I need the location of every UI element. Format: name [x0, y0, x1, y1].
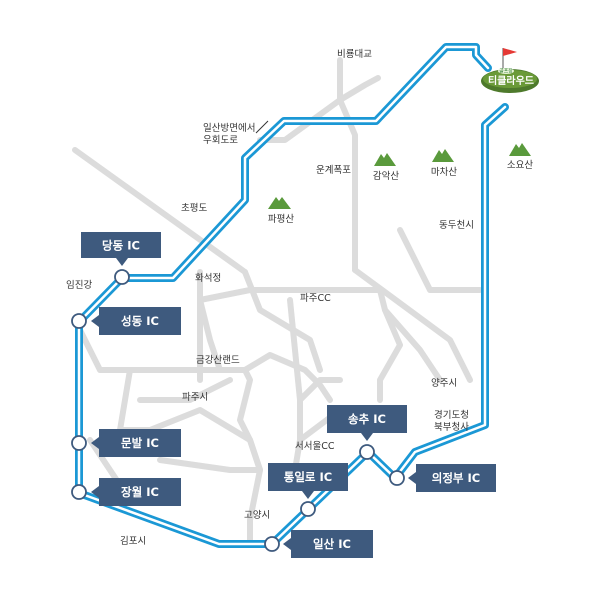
ic-label-ilsan: 일산 IC	[313, 537, 351, 551]
ic-label-uijeongbu: 의정부 IC	[432, 471, 480, 485]
mountain-icon-soyo: 소요산	[507, 143, 533, 171]
label-unggye: 운계폭포	[316, 164, 351, 176]
ic-box-ilsan[interactable]: 일산 IC	[283, 530, 373, 558]
ic-label-janghwol: 장월 IC	[121, 485, 159, 499]
ic-box-seongdong[interactable]: 성동 IC	[91, 307, 181, 335]
mountain-icon-macha: 마차산	[431, 149, 457, 178]
background-roads	[72, 57, 483, 543]
ic-marker-tongillo[interactable]	[300, 501, 316, 517]
label-dongducheon: 동두천시	[439, 220, 474, 231]
label-detour-1: 일산방면에서	[203, 123, 255, 134]
ic-label-tongillo: 통일로 IC	[284, 470, 332, 484]
ic-markers	[71, 269, 405, 552]
ic-label-seongdong: 성동 IC	[121, 314, 159, 328]
ic-label-munbal: 문발 IC	[121, 436, 159, 450]
ic-marker-janghwol[interactable]	[71, 484, 87, 500]
ic-marker-ilsan[interactable]	[264, 536, 280, 552]
destination-small-label: 골프장	[499, 68, 513, 75]
detour-marker	[255, 120, 269, 134]
label-gov-1: 경기도청	[434, 409, 469, 421]
label-hwaseokjeong: 화석정	[195, 273, 221, 284]
route-line	[75, 43, 509, 548]
destination-marker[interactable]: 골프장 티클라우드	[481, 48, 539, 93]
label-gov-2: 북부청사	[434, 422, 469, 433]
label-detour-2: 우회도로	[203, 135, 238, 146]
label-imjingang: 임진강	[66, 279, 92, 291]
ic-marker-uijeongbu[interactable]	[389, 470, 405, 486]
mountain-label-soyo: 소요산	[507, 160, 533, 171]
label-geumgang: 금강산랜드	[196, 355, 240, 366]
label-yangju: 양주시	[431, 378, 457, 389]
label-bridge: 비룡대교	[337, 49, 372, 60]
ic-labels: 당동 IC 성동 IC 문발 IC 장월 IC 통일로 IC 송추 IC	[81, 232, 496, 558]
mountain-label-gamak: 감악산	[373, 170, 399, 182]
ic-marker-dangdong[interactable]	[114, 269, 130, 285]
mountain-icon-gamak: 감악산	[373, 153, 399, 182]
ic-marker-munbal[interactable]	[71, 435, 87, 451]
ic-label-dangdong: 당동 IC	[102, 239, 140, 253]
ic-box-tongillo[interactable]: 통일로 IC	[268, 463, 348, 499]
ic-marker-songchu[interactable]	[359, 444, 375, 460]
label-gimpo: 김포시	[120, 535, 146, 547]
label-pajusi: 파주시	[182, 392, 208, 403]
ic-box-munbal[interactable]: 문발 IC	[91, 429, 181, 457]
mountain-label-papyeong: 파평산	[268, 214, 294, 225]
ic-box-songchu[interactable]: 송추 IC	[327, 405, 407, 441]
ic-label-songchu: 송추 IC	[348, 412, 386, 426]
mountain-label-macha: 마차산	[431, 166, 457, 178]
flag-icon	[503, 48, 517, 56]
destination-label: 티클라우드	[488, 74, 534, 87]
ic-box-dangdong[interactable]: 당동 IC	[81, 232, 161, 266]
ic-box-uijeongbu[interactable]: 의정부 IC	[408, 464, 496, 492]
ic-box-janghwol[interactable]: 장월 IC	[91, 478, 181, 506]
label-seoseoul: 서서울CC	[295, 441, 335, 452]
place-labels: 비룡대교 일산방면에서 우회도로 초평도 임진강 화석정 운계폭포 파주CC 금…	[66, 49, 474, 547]
mountain-icon-papyeong: 파평산	[268, 197, 294, 225]
ic-marker-seongdong[interactable]	[71, 313, 87, 329]
label-chopyeongdo: 초평도	[181, 203, 207, 214]
label-goyang: 고양시	[244, 510, 270, 521]
label-pajucc: 파주CC	[300, 293, 331, 304]
mountains: 파평산 감악산 마차산 소요산	[268, 143, 533, 225]
